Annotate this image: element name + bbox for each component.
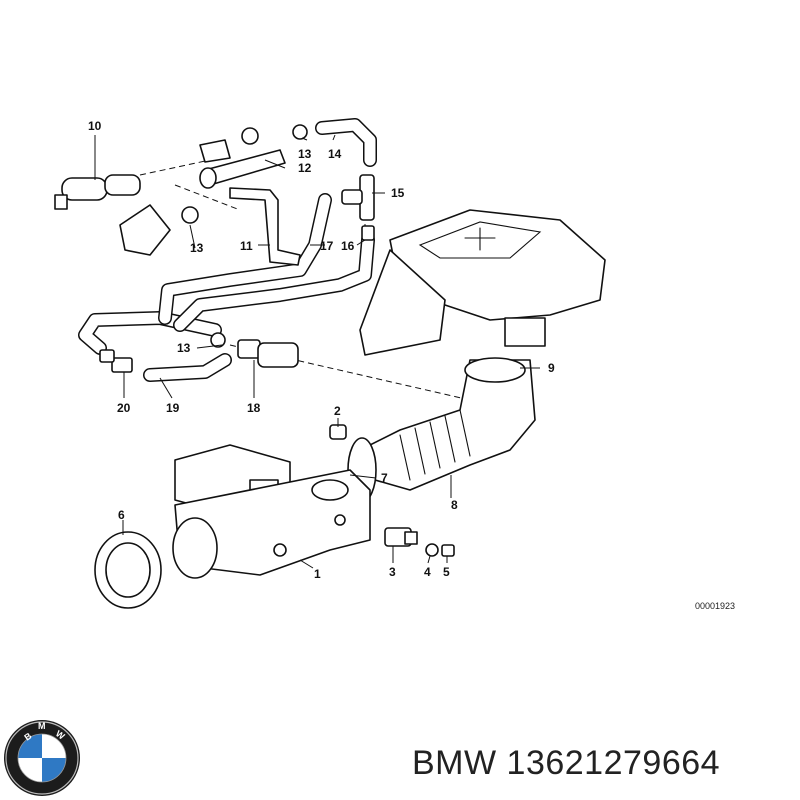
reference-code: 00001923 [695,601,735,611]
callout-12: 12 [298,161,312,175]
callout-5: 5 [443,565,450,579]
callout-13-b: 13 [190,241,204,255]
callout-6: 6 [118,508,125,522]
bracket-part-11 [229,187,301,266]
callout-labels: 10 12 13 14 15 11 17 16 13 20 19 18 9 2 … [88,119,555,581]
pipe-part-12 [199,127,286,189]
callout-4: 4 [424,565,431,579]
vacuum-hose-network [78,193,375,382]
callout-16: 16 [341,239,355,253]
part-number: 13621279664 [506,744,721,782]
svg-text:B: B [22,730,33,742]
sensor-part-3 [384,527,418,547]
leader-lines [94,134,540,569]
callout-10: 10 [88,119,102,133]
valve-part-10 [54,174,141,210]
callout-3: 3 [389,565,396,579]
callout-1: 1 [314,567,321,581]
bmw-logo: B M W [4,720,80,796]
part-caption: BMW 13621279664 [412,738,792,788]
callout-11: 11 [240,239,253,253]
damper-part-13 [119,204,199,256]
callout-8: 8 [451,498,458,512]
callout-7: 7 [381,471,388,485]
cap-part-2 [329,424,347,440]
callout-2: 2 [334,404,341,418]
check-valve-part-18 [210,332,299,368]
elbow-hose-part-14 [292,118,377,167]
nut-part-5 [441,544,455,557]
callout-17: 17 [320,239,334,253]
air-filter-housing [359,209,606,356]
brand-name: BMW [412,744,497,782]
callout-13-a: 13 [298,147,312,161]
svg-text:M: M [38,721,46,731]
callout-13-c: 13 [177,341,191,355]
callout-9: 9 [548,361,555,375]
callout-18: 18 [247,401,261,415]
air-flow-meter-part-1 [172,444,371,579]
callout-20: 20 [117,401,131,415]
washer-part-4 [425,543,439,557]
callout-19: 19 [166,401,180,415]
sealing-ring-part-6 [94,531,162,609]
t-connector-part-15 [341,174,375,241]
callout-15: 15 [391,186,405,200]
callout-14: 14 [328,147,342,161]
fitting-part-20 [99,349,133,373]
intake-boot-part-8 [347,357,536,503]
